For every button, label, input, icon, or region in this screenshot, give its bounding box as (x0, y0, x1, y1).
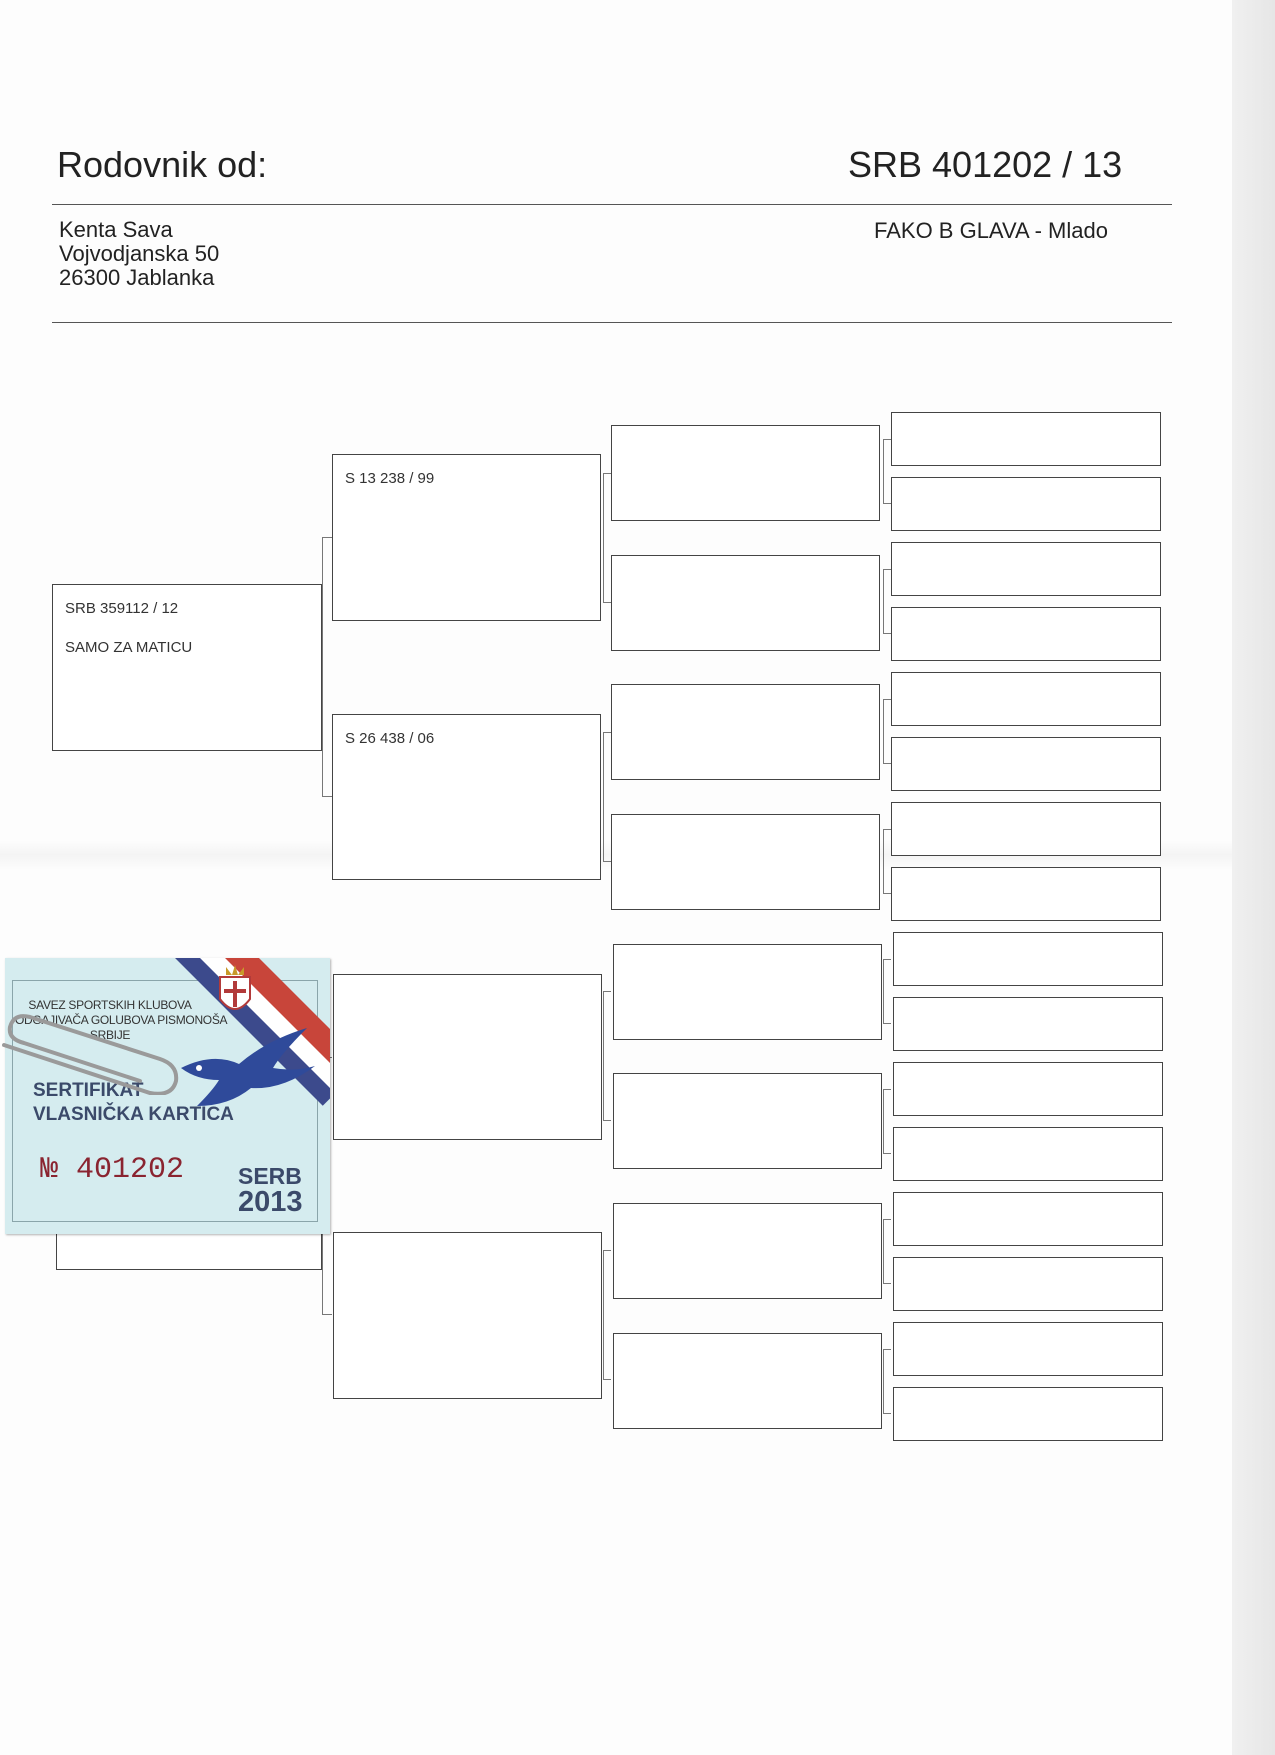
certificate-card: SAVEZ SPORTSKIH KLUBOVA ODGAJIVAČA GOLUB… (5, 958, 330, 1234)
ancestor-box (893, 1192, 1163, 1246)
connector-line (883, 569, 891, 634)
card-year: 2013 (238, 1186, 303, 1218)
connector-line (603, 473, 611, 603)
grandparent-box (333, 1232, 602, 1399)
owner-street: Vojvodjanska 50 (59, 241, 220, 266)
connector-line (883, 1219, 891, 1284)
card-organization: SAVEZ SPORTSKIH KLUBOVA ODGAJIVAČA GOLUB… (15, 998, 228, 1043)
card-country: SERB (238, 1163, 302, 1189)
ancestor-box (891, 412, 1161, 466)
ancestor-box (891, 737, 1161, 791)
ancestor-box (893, 932, 1163, 986)
ancestor-box (893, 1387, 1163, 1441)
connector-line (603, 1250, 611, 1380)
connector-line (883, 699, 891, 764)
great-grandparent-box (613, 1333, 882, 1429)
owner-address: Kenta Sava Vojvodjanska 50 26300 Jablank… (59, 218, 219, 290)
ancestor-box (893, 1257, 1163, 1311)
great-grandparent-box (611, 555, 880, 651)
great-grandparent-box (613, 944, 882, 1040)
owner-city: 26300 Jablanka (59, 265, 215, 290)
connector-line (883, 829, 891, 894)
ancestor-box (891, 542, 1161, 596)
connector-line (883, 1349, 891, 1414)
connector-line (603, 991, 611, 1121)
great-grandparent-box (611, 425, 880, 521)
org-line: SAVEZ SPORTSKIH KLUBOVA (28, 998, 192, 1012)
ancestor-box (891, 477, 1161, 531)
parent-box-top: SRB 359112 / 12 SAMO ZA MATICU (52, 584, 322, 751)
pigeon-name: FAKO B GLAVA - Mlado (874, 218, 1108, 243)
org-line: ODGAJIVAČA GOLUBOVA PISMONOŠA (15, 1013, 228, 1027)
parent-ring: SRB 359112 / 12 (65, 600, 179, 617)
ancestor-box (893, 997, 1163, 1051)
grandparent-ring: S 13 238 / 99 (345, 470, 435, 487)
connector-line (603, 732, 611, 862)
connector-line (883, 439, 891, 504)
connector-line (322, 537, 332, 797)
card-title: SERTIFIKAT (33, 1080, 144, 1101)
parent-note: SAMO ZA MATICU (65, 639, 193, 656)
section-divider (52, 322, 1172, 323)
ancestor-box (891, 802, 1161, 856)
great-grandparent-box (611, 684, 880, 780)
connector-line (883, 1089, 891, 1154)
ring-number: SRB 401202 / 13 (848, 144, 1123, 185)
ancestor-box (893, 1322, 1163, 1376)
great-grandparent-box (611, 814, 880, 910)
ancestor-box (893, 1127, 1163, 1181)
pigeon-logo-icon (181, 1028, 315, 1106)
paper-edge (1232, 0, 1275, 1755)
header-divider (52, 204, 1172, 205)
grandparent-box: S 26 438 / 06 (332, 714, 601, 880)
great-grandparent-box (613, 1073, 882, 1169)
ancestor-box (891, 867, 1161, 921)
ancestor-box (891, 607, 1161, 661)
page-title: Rodovnik od: (57, 144, 268, 185)
ancestor-box (891, 672, 1161, 726)
card-number: № 401202 (40, 1153, 185, 1187)
connector-line (883, 959, 891, 1024)
owner-name: Kenta Sava (59, 217, 173, 242)
paperclip-icon (2, 1014, 179, 1095)
card-subtitle: VLASNIČKA KARTICA (33, 1104, 234, 1125)
coat-of-arms-icon (219, 965, 251, 1010)
ancestor-box (893, 1062, 1163, 1116)
grandparent-ring: S 26 438 / 06 (345, 730, 435, 747)
grandparent-box: S 13 238 / 99 (332, 454, 601, 621)
grandparent-box (333, 974, 602, 1140)
great-grandparent-box (613, 1203, 882, 1299)
